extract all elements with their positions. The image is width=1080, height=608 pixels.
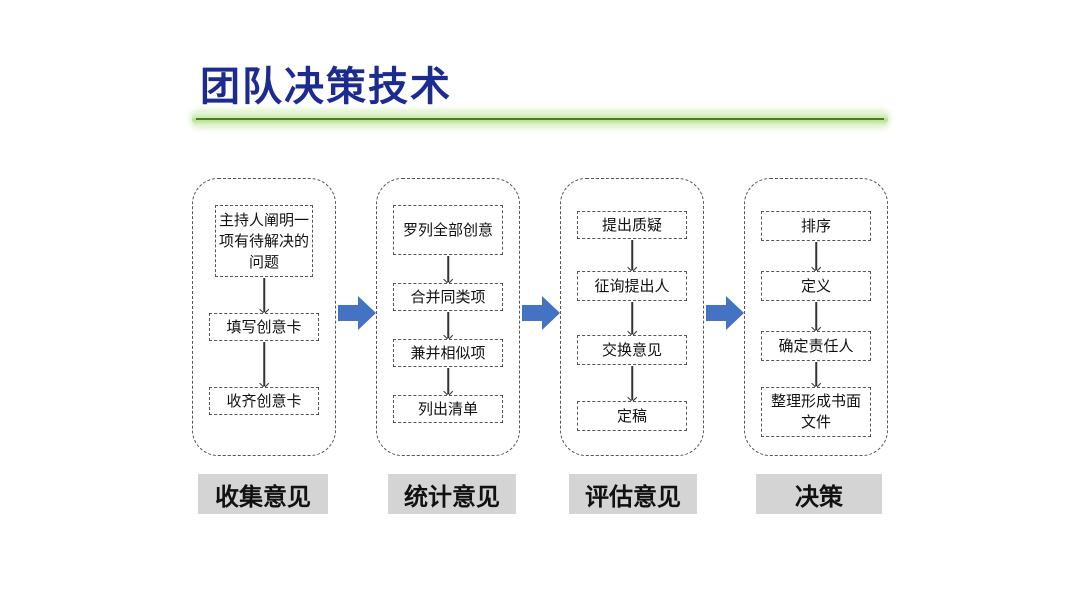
step-box: 罗列全部创意 xyxy=(393,205,503,255)
right-arrow-icon xyxy=(706,296,744,330)
stage-label-evaluate: 评估意见 xyxy=(569,474,697,514)
right-arrow-icon xyxy=(338,296,376,330)
step-box: 整理形成书面文件 xyxy=(761,387,871,437)
step-box: 确定责任人 xyxy=(761,331,871,361)
stage-collect: 主持人阐明一项有待解决的问题 填写创意卡 收齐创意卡 xyxy=(192,178,336,456)
stage-label-tally: 统计意见 xyxy=(388,474,516,514)
step-box: 主持人阐明一项有待解决的问题 xyxy=(215,205,313,277)
right-arrow-icon xyxy=(522,296,560,330)
down-arrow-icon xyxy=(263,278,265,312)
down-arrow-icon xyxy=(447,312,449,338)
down-arrow-icon xyxy=(631,366,633,400)
step-box: 收齐创意卡 xyxy=(209,387,319,415)
stage-label-decide: 决策 xyxy=(756,474,882,514)
stage-label-collect: 收集意见 xyxy=(198,474,328,514)
stage-decide: 排序 定义 确定责任人 整理形成书面文件 xyxy=(744,178,888,456)
step-box: 定稿 xyxy=(577,401,687,431)
down-arrow-icon xyxy=(815,242,817,270)
down-arrow-icon xyxy=(263,342,265,386)
step-box: 定义 xyxy=(761,271,871,301)
page-title: 团队决策技术 xyxy=(200,64,452,110)
stage-evaluate: 提出质疑 征询提出人 交换意见 定稿 xyxy=(560,178,704,456)
step-box: 排序 xyxy=(761,211,871,241)
down-arrow-icon xyxy=(631,302,633,334)
down-arrow-icon xyxy=(447,256,449,282)
down-arrow-icon xyxy=(815,362,817,386)
down-arrow-icon xyxy=(631,240,633,270)
down-arrow-icon xyxy=(447,368,449,394)
step-box: 合并同类项 xyxy=(393,283,503,311)
step-box: 交换意见 xyxy=(577,335,687,365)
step-box: 列出清单 xyxy=(393,395,503,423)
title-divider xyxy=(192,112,888,126)
step-box: 征询提出人 xyxy=(577,271,687,301)
step-box: 填写创意卡 xyxy=(209,313,319,341)
step-box: 提出质疑 xyxy=(577,211,687,239)
stage-tally: 罗列全部创意 合并同类项 兼并相似项 列出清单 xyxy=(376,178,520,456)
step-box: 兼并相似项 xyxy=(393,339,503,367)
down-arrow-icon xyxy=(815,302,817,330)
